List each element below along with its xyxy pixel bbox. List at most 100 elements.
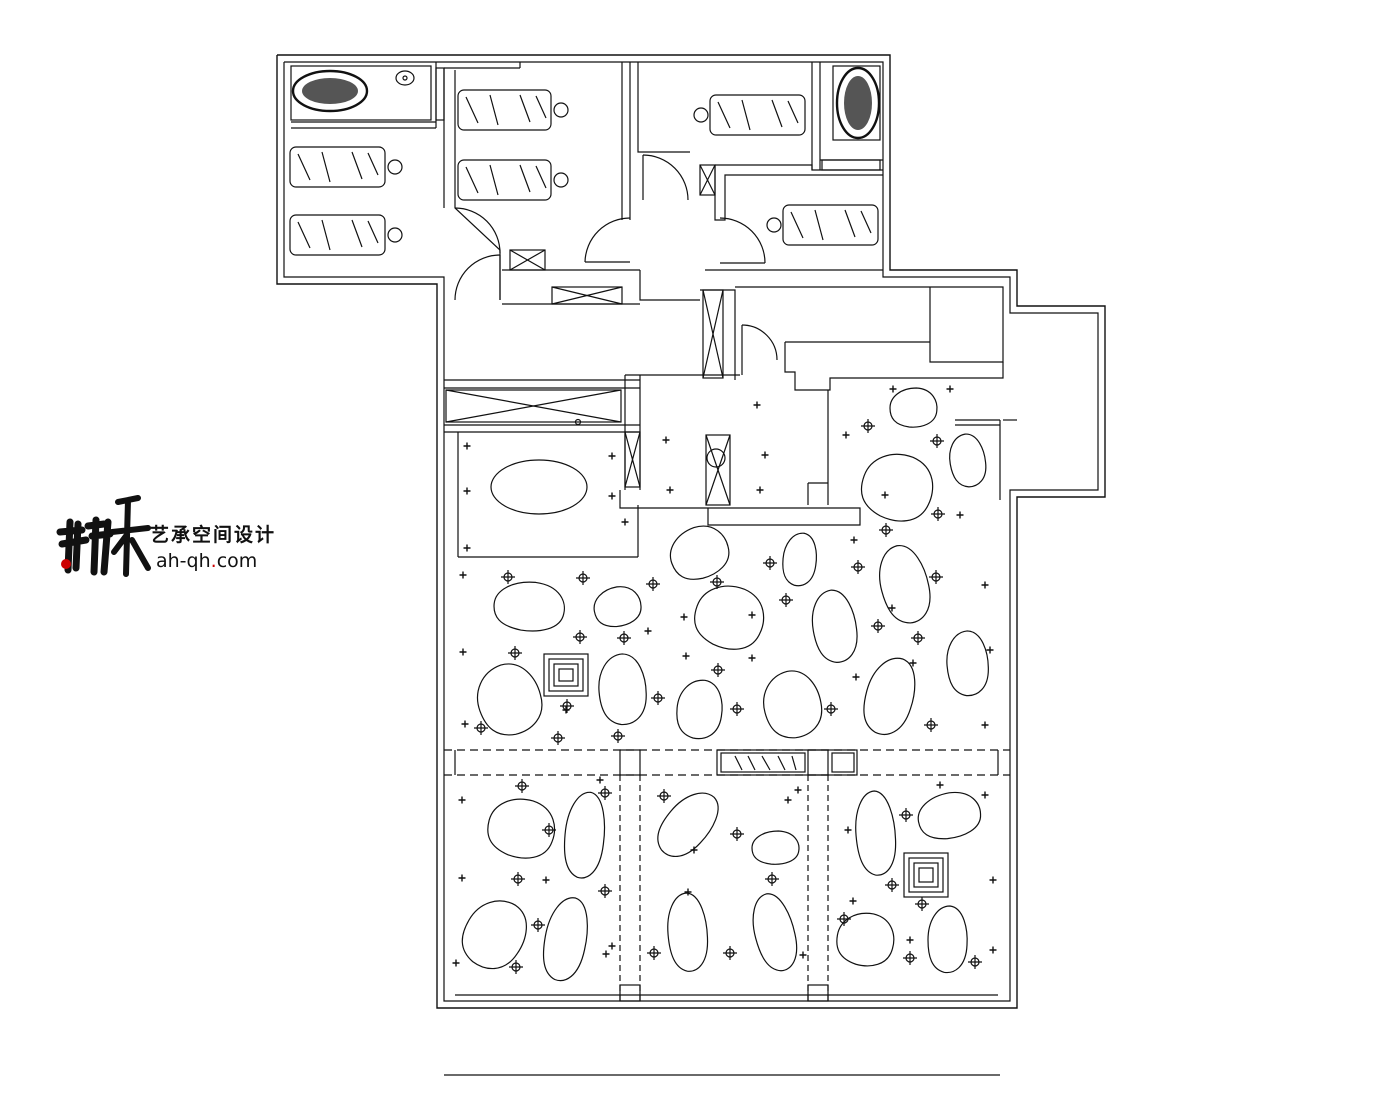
downlight-icon — [911, 631, 925, 645]
downlight-icon — [474, 721, 488, 735]
massage-bed — [457, 89, 569, 131]
downlight-icon — [903, 951, 917, 965]
spotlight-icon — [986, 646, 994, 654]
downlight-icon — [851, 560, 865, 574]
pebble-shape — [836, 912, 895, 967]
pebble-shape — [657, 792, 719, 857]
spotlight-icon — [906, 936, 914, 944]
door-swings — [454, 154, 778, 375]
spotlight-icon — [794, 786, 802, 794]
spotlight-icon — [850, 536, 858, 544]
massage-bed — [693, 94, 806, 136]
spotlight-icon — [881, 491, 889, 499]
downlight-icon — [508, 646, 522, 660]
downlight-icon — [573, 630, 587, 644]
spotlight-icon — [463, 544, 471, 552]
spotlight-icon — [756, 486, 764, 494]
outer-walls — [276, 54, 1106, 1009]
downlight-icon — [657, 789, 671, 803]
downlight-icon — [501, 570, 515, 584]
square-ceiling-light — [543, 653, 589, 697]
massage-bed — [766, 204, 879, 246]
spotlight-icon — [936, 781, 944, 789]
pebble-shape — [889, 387, 938, 428]
pebble-shape — [667, 892, 709, 972]
downlight-icon — [509, 960, 523, 974]
massage-bed — [289, 146, 403, 188]
spotlight-icon — [461, 720, 469, 728]
pebble-shape — [694, 585, 765, 650]
pebble-shape — [593, 586, 642, 628]
spotlight-icon — [459, 571, 467, 579]
pebble-shape — [782, 532, 817, 587]
pebble-shape — [461, 900, 527, 970]
pebble-shape — [493, 581, 565, 632]
downlights — [474, 419, 982, 974]
downlight-icon — [651, 691, 665, 705]
spotlights — [452, 385, 997, 967]
downlight-icon — [551, 731, 565, 745]
massage-bed — [289, 214, 403, 256]
pebble-shape — [949, 433, 987, 488]
spotlight-icon — [799, 951, 807, 959]
hall-partitions — [444, 749, 1010, 1002]
downlight-icon — [931, 507, 945, 521]
spotlight-icon — [981, 721, 989, 729]
downlight-icon — [871, 619, 885, 633]
square-ceiling-light — [903, 852, 949, 898]
brand-logo-icon — [56, 495, 151, 577]
downlight-icon — [710, 575, 724, 589]
downlight-icon — [929, 570, 943, 584]
pebble-shape — [752, 893, 798, 972]
pebble-shape — [476, 663, 543, 736]
pebble-shape — [855, 790, 897, 876]
spotlight-icon — [608, 492, 616, 500]
pebble-shape — [487, 798, 556, 859]
downlight-icon — [647, 946, 661, 960]
pebble-ceiling-shapes — [461, 387, 989, 982]
massage-bed — [457, 159, 569, 201]
massage-beds — [289, 89, 879, 256]
downlight-icon — [646, 577, 660, 591]
spotlight-icon — [956, 511, 964, 519]
downlight-icon — [765, 872, 779, 886]
pebble-shape — [863, 657, 916, 735]
spotlight-icon — [452, 959, 460, 967]
spotlight-icon — [684, 888, 692, 896]
pebble-shape — [917, 791, 982, 840]
spotlight-icon — [463, 442, 471, 450]
pebble-shape — [763, 670, 823, 739]
downlight-icon — [598, 786, 612, 800]
downlight-icon — [915, 897, 929, 911]
spotlight-icon — [680, 613, 688, 621]
spotlight-icon — [761, 451, 769, 459]
downlight-icon — [968, 955, 982, 969]
spotlight-icon — [458, 796, 466, 804]
downlight-icon — [730, 827, 744, 841]
downlight-icon — [560, 699, 574, 713]
spotlight-icon — [644, 627, 652, 635]
spotlight-icon — [842, 431, 850, 439]
downlight-icon — [576, 571, 590, 585]
spotlight-icon — [888, 604, 896, 612]
spotlight-icon — [748, 611, 756, 619]
pebble-shape — [927, 905, 968, 974]
pebble-shape — [751, 830, 800, 865]
spotlight-icon — [844, 826, 852, 834]
downlight-icon — [611, 729, 625, 743]
ceiling-light-fixtures — [543, 653, 949, 898]
pebble-shape — [860, 453, 934, 522]
spotlight-icon — [849, 897, 857, 905]
spotlight-icon — [889, 385, 897, 393]
spotlight-icon — [946, 385, 954, 393]
pebble-shape — [542, 897, 588, 982]
downlight-icon — [723, 946, 737, 960]
downlight-icon — [598, 884, 612, 898]
pebble-shape — [598, 653, 647, 726]
spotlight-icon — [621, 518, 629, 526]
pebble-shape — [563, 791, 606, 879]
spotlight-icon — [608, 452, 616, 460]
spotlight-icon — [596, 776, 604, 784]
spotlight-icon — [682, 652, 690, 660]
